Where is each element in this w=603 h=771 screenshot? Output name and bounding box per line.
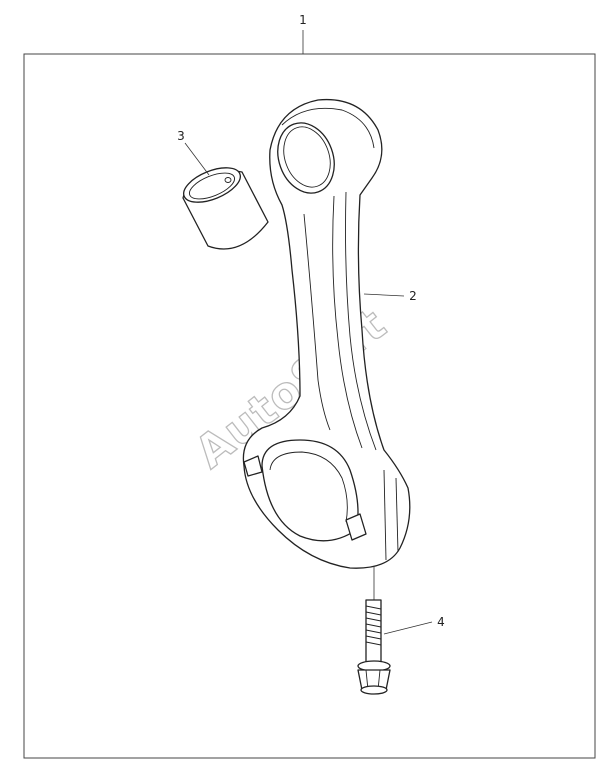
oil-hole <box>224 177 232 183</box>
assembly-frame <box>23 53 596 759</box>
connecting-rod-part <box>242 98 411 569</box>
callout-4-label: 4 <box>437 615 445 629</box>
callout-2-label: 2 <box>409 289 417 303</box>
callout-1-label: 1 <box>299 13 307 27</box>
bushing-part <box>182 167 269 250</box>
callout-3-label: 3 <box>177 129 185 143</box>
callout-4-leader <box>383 621 433 635</box>
bolt-part <box>357 566 391 695</box>
callout-2-leader <box>363 293 405 297</box>
callout-3-leader <box>184 142 210 176</box>
